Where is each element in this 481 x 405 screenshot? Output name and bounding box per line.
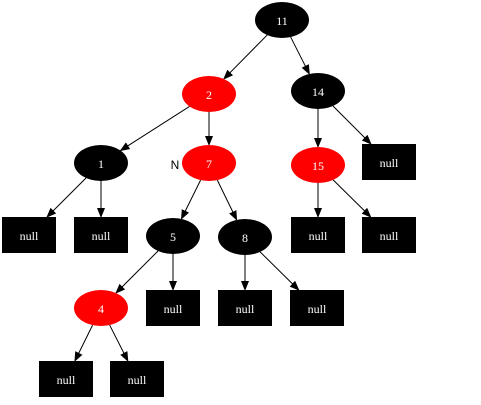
- node-label: null: [236, 302, 255, 316]
- null-leaf-node: null: [290, 290, 344, 326]
- node-label: 11: [276, 14, 288, 28]
- node-label: 5: [170, 230, 176, 244]
- node-label: 14: [312, 85, 324, 99]
- tree-node-4: 4: [74, 290, 128, 326]
- node-ellipse: [74, 145, 128, 181]
- node-label: 15: [312, 159, 324, 173]
- edge-n14-null14r: [332, 105, 372, 145]
- null-leaf-node: null: [146, 290, 200, 326]
- node-label: null: [309, 229, 328, 243]
- null-leaf-node: null: [110, 361, 164, 397]
- node-label: 2: [206, 88, 212, 102]
- edge-n4-null4r: [109, 324, 129, 362]
- edge-n11-n2: [223, 34, 268, 80]
- edge-n11-n14: [290, 36, 310, 75]
- tree-node-1: 1: [74, 145, 128, 181]
- null-leaf-node: null: [74, 217, 128, 253]
- node-label: 7: [206, 157, 212, 171]
- node-label: null: [380, 156, 399, 170]
- edge-n15-null15r: [332, 179, 372, 218]
- null-box: [218, 290, 272, 326]
- node-label: null: [380, 229, 399, 243]
- node-ellipse: [74, 290, 128, 326]
- null-box: [362, 217, 416, 253]
- edge-n2-n1: [119, 106, 190, 152]
- null-leaf-node: null: [362, 144, 416, 180]
- null-leaf-node: null: [291, 217, 345, 253]
- node-label: null: [164, 302, 183, 316]
- node-label: null: [308, 302, 327, 316]
- node-ellipse: [218, 219, 272, 255]
- edge-n8-null8r: [259, 251, 300, 291]
- tree-node-5: 5: [146, 218, 200, 254]
- nodes: 11 2 14 1 7 15 null null null 5 8 null null 4 null null…: [2, 2, 416, 397]
- node-ellipse: [182, 145, 236, 181]
- node-ellipse: [182, 76, 236, 112]
- node-label: 1: [98, 157, 104, 171]
- null-leaf-node: null: [218, 290, 272, 326]
- edge-n7-n8: [216, 179, 238, 221]
- node-label: 8: [242, 231, 248, 245]
- tree-node-8: 8: [218, 219, 272, 255]
- node-label: null: [92, 229, 111, 243]
- tree-node-14: 14: [291, 73, 345, 109]
- tree-node-2: 2: [182, 76, 236, 112]
- node-ellipse: [291, 73, 345, 109]
- node-label: null: [20, 229, 39, 243]
- null-leaf-node: null: [2, 217, 56, 253]
- edges: [46, 34, 372, 362]
- null-box: [146, 290, 200, 326]
- edge-n5-n4: [115, 250, 159, 294]
- edge-n1-null1l: [46, 177, 87, 218]
- node-ellipse: [146, 218, 200, 254]
- null-leaf-node: null: [362, 217, 416, 253]
- null-box: [39, 361, 93, 397]
- node-ellipse: [291, 147, 345, 183]
- node-marker-label: N: [171, 158, 180, 172]
- edge-n4-null4l: [74, 324, 94, 362]
- tree-node-7: 7: [182, 145, 236, 181]
- null-box: [74, 217, 128, 253]
- null-box: [2, 217, 56, 253]
- node-ellipse: [255, 2, 309, 38]
- null-box: [291, 217, 345, 253]
- null-leaf-node: null: [39, 361, 93, 397]
- null-box: [362, 144, 416, 180]
- tree-node-11: 11: [255, 2, 309, 38]
- null-box: [290, 290, 344, 326]
- edge-n7-n5: [180, 179, 202, 220]
- node-label: 4: [98, 302, 104, 316]
- node-label: null: [57, 373, 76, 387]
- null-box: [110, 361, 164, 397]
- tree-node-15: 15: [291, 147, 345, 183]
- node-label: null: [128, 373, 147, 387]
